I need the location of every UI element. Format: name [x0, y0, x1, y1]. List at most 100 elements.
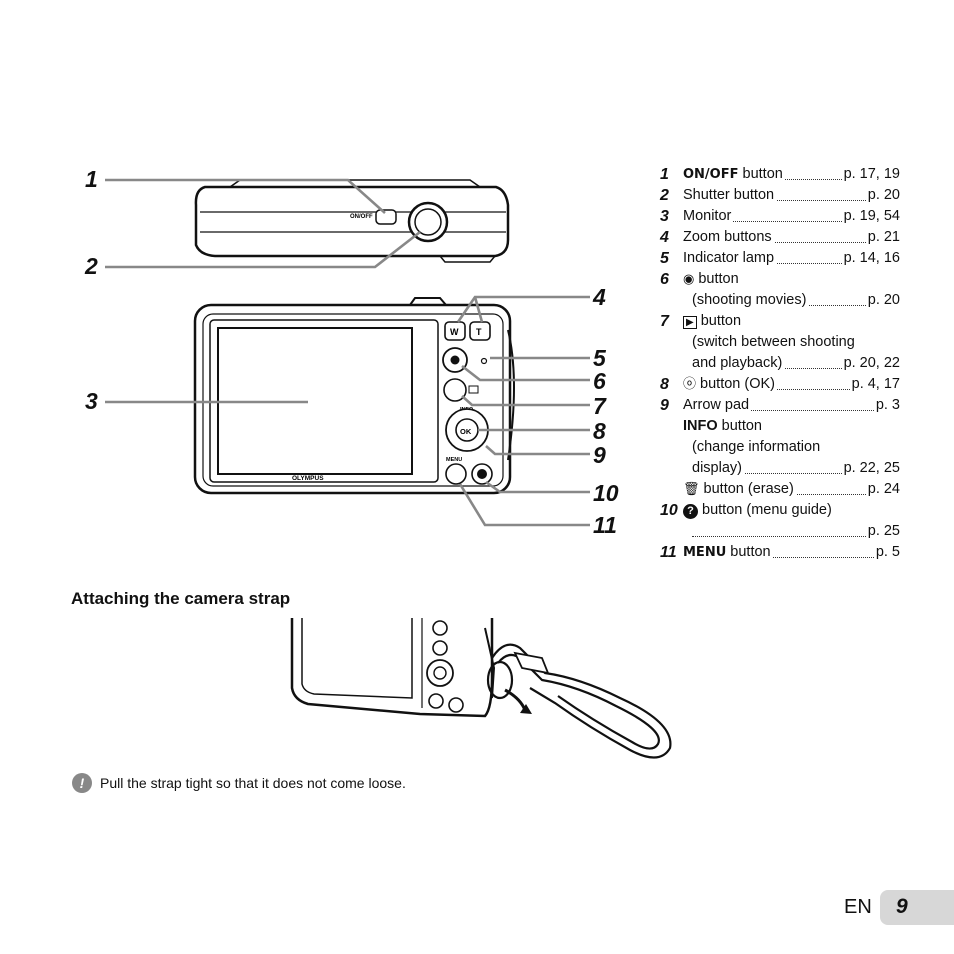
info-marker: INFO [683, 418, 718, 434]
part-page: p. 25 [865, 521, 900, 542]
camera-top-view: ON/OFF [194, 179, 510, 263]
part-row-5: 5 Indicator lamp p. 14, 16 [660, 248, 900, 269]
trash-icon: 🗑 [683, 482, 700, 497]
part-label: Zoom buttons [683, 227, 774, 248]
part-number: 7 [660, 313, 669, 330]
callout-5: 5 [593, 345, 607, 371]
part-row-7: 7 ▶ button [660, 311, 900, 333]
part-page: p. 17, 19 [841, 164, 900, 185]
part-label: (shooting movies) [692, 290, 809, 311]
part-row-6: 6 ◉ button [660, 269, 900, 290]
playback-icon: ▶ [683, 316, 697, 329]
part-row-9-info-cont2: display) p. 22, 25 [660, 458, 900, 479]
camera-diagram: ON/OFF OLYMPUS W T INFO OK MENU [84, 166, 619, 538]
callout-lines [105, 178, 590, 527]
callout-1: 1 [85, 166, 98, 192]
part-label: display) [692, 458, 744, 479]
parts-list: 1 ON/OFF button p. 17, 19 2 Shutter butt… [660, 164, 900, 563]
callout-4: 4 [592, 284, 606, 310]
part-number: 4 [660, 229, 669, 246]
part-page: p. 4, 17 [849, 374, 900, 395]
part-label: Shutter button [683, 185, 777, 206]
part-row-6-cont: (shooting movies) p. 20 [660, 290, 900, 311]
note-text: Pull the strap tight so that it does not… [100, 775, 406, 791]
strap-diagram [290, 618, 672, 759]
part-row-9-info-cont: (change information [660, 437, 900, 458]
part-label: button (menu guide) [698, 502, 832, 518]
part-label: button [738, 166, 783, 182]
ok-label: OK [460, 427, 472, 436]
part-page: p. 21 [865, 227, 900, 248]
part-number: 6 [660, 271, 669, 288]
section-heading: Attaching the camera strap [71, 589, 291, 608]
part-row-9-info: INFO button [660, 416, 900, 437]
callout-7: 7 [593, 393, 607, 419]
menu-marker: MENU [683, 545, 727, 560]
callout-8: 8 [593, 418, 606, 444]
on-off-button-shape [375, 209, 397, 225]
page-number: 9 [896, 895, 908, 918]
part-row-11: 11 MENU button p. 5 [660, 542, 900, 563]
part-row-7-cont2: and playback) p. 20, 22 [660, 353, 900, 374]
part-label: button [717, 418, 762, 434]
part-label: Arrow pad [683, 395, 752, 416]
callout-6: 6 [593, 368, 606, 394]
part-number: 8 [660, 376, 669, 393]
part-label: (change information [692, 437, 823, 458]
part-row-8: 8 ⓞ button (OK) p. 4, 17 [660, 374, 900, 395]
page-tab [880, 890, 954, 925]
camera-back-view: OLYMPUS W T INFO OK MENU [193, 297, 515, 495]
note: ! Pull the strap tight so that it does no… [72, 773, 406, 793]
on-off-label: ON/OFF [350, 214, 373, 220]
part-page: p. 20 [865, 290, 900, 311]
callout-9: 9 [593, 442, 606, 468]
part-label: (switch between shooting [692, 332, 857, 353]
part-page: p. 20, 22 [841, 353, 900, 374]
part-row-1: 1 ON/OFF button p. 17, 19 [660, 164, 900, 185]
caution-icon: ! [72, 773, 92, 793]
part-row-7-cont: (switch between shooting [660, 332, 900, 353]
part-label: button (erase) [699, 481, 794, 497]
language-label: EN [844, 896, 872, 918]
part-number: 3 [660, 208, 669, 225]
callout-2: 2 [84, 253, 98, 279]
part-number: 2 [660, 187, 669, 204]
part-row-9-erase: 🗑 button (erase) p. 24 [660, 479, 900, 500]
zoom-t-label: T [476, 327, 482, 337]
part-label: Indicator lamp [683, 248, 777, 269]
part-number: 5 [660, 250, 669, 267]
callout-3: 3 [85, 388, 98, 414]
help-icon: ? [683, 504, 698, 519]
part-row-2: 2 Shutter button p. 20 [660, 185, 900, 206]
ok-icon: ⓞ [683, 377, 697, 392]
part-row-10: 10 ? button (menu guide) [660, 500, 900, 521]
part-row-3: 3 Monitor p. 19, 54 [660, 206, 900, 227]
zoom-w-label: W [450, 327, 459, 337]
part-label: and playback) [692, 353, 785, 374]
part-page: p. 20 [865, 185, 900, 206]
brand-label: OLYMPUS [292, 475, 324, 482]
part-label: button [726, 544, 771, 560]
part-label: button [694, 271, 739, 287]
part-page: p. 24 [865, 479, 900, 500]
menu-label: MENU [446, 457, 462, 463]
part-label: button (OK) [696, 376, 775, 392]
part-number: 10 [660, 502, 678, 519]
part-number: 1 [660, 166, 669, 183]
part-row-9: 9 Arrow pad p. 3 [660, 395, 900, 416]
part-page: p. 3 [873, 395, 900, 416]
part-number: 9 [660, 397, 669, 414]
part-label: button [696, 313, 742, 329]
part-page: p. 5 [873, 542, 900, 563]
part-number: 11 [660, 544, 677, 561]
part-page: p. 22, 25 [841, 458, 900, 479]
part-row-4: 4 Zoom buttons p. 21 [660, 227, 900, 248]
callout-11: 11 [593, 512, 617, 538]
part-page: p. 14, 16 [841, 248, 900, 269]
on-off-marker: ON/OFF [683, 167, 739, 182]
movie-icon: ◉ [683, 272, 695, 287]
callout-10: 10 [593, 480, 619, 506]
part-label: Monitor [683, 206, 734, 227]
part-row-10-cont: p. 25 [660, 521, 900, 542]
part-page: p. 19, 54 [841, 206, 900, 227]
